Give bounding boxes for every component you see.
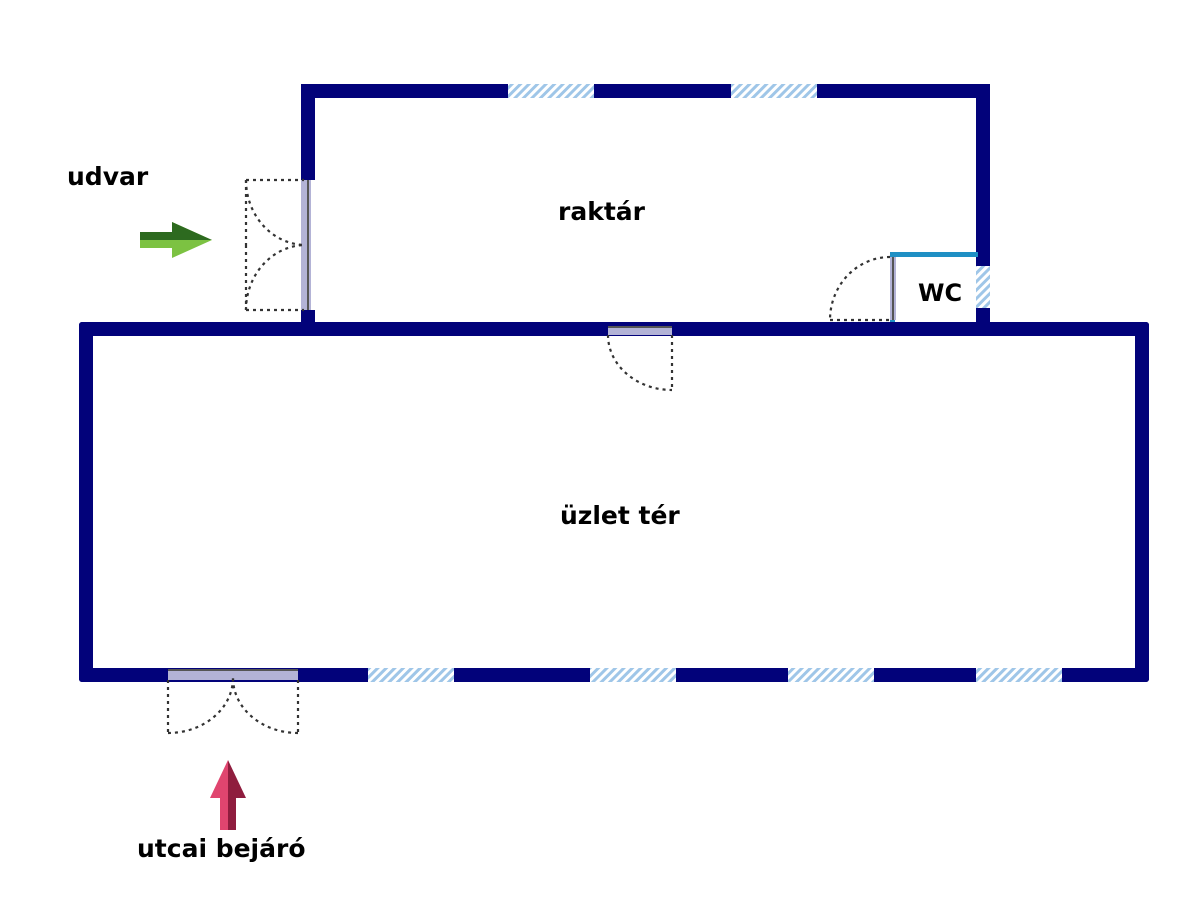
arrow-up-icon [210,760,246,830]
window-storage-2 [731,84,817,98]
window-shop-3 [788,668,874,682]
storage-shop-door [606,326,674,392]
windows [368,84,1062,682]
street-door [166,669,300,735]
wc-door [828,255,896,322]
window-shop-4 [976,668,1062,682]
storage-walls [301,84,990,334]
window-storage-1 [508,84,594,98]
window-shop-1 [368,668,454,682]
shop-floor-label: üzlet tér [560,501,680,530]
wc-label: WC [918,279,962,307]
window-wc [976,266,990,308]
courtyard-label: udvar [67,162,149,191]
street-entrance-label: utcai bejáró [137,834,306,863]
courtyard-door [244,178,311,312]
storage-label: raktár [558,197,646,226]
window-shop-2 [590,668,676,682]
arrow-right-icon [140,222,212,258]
